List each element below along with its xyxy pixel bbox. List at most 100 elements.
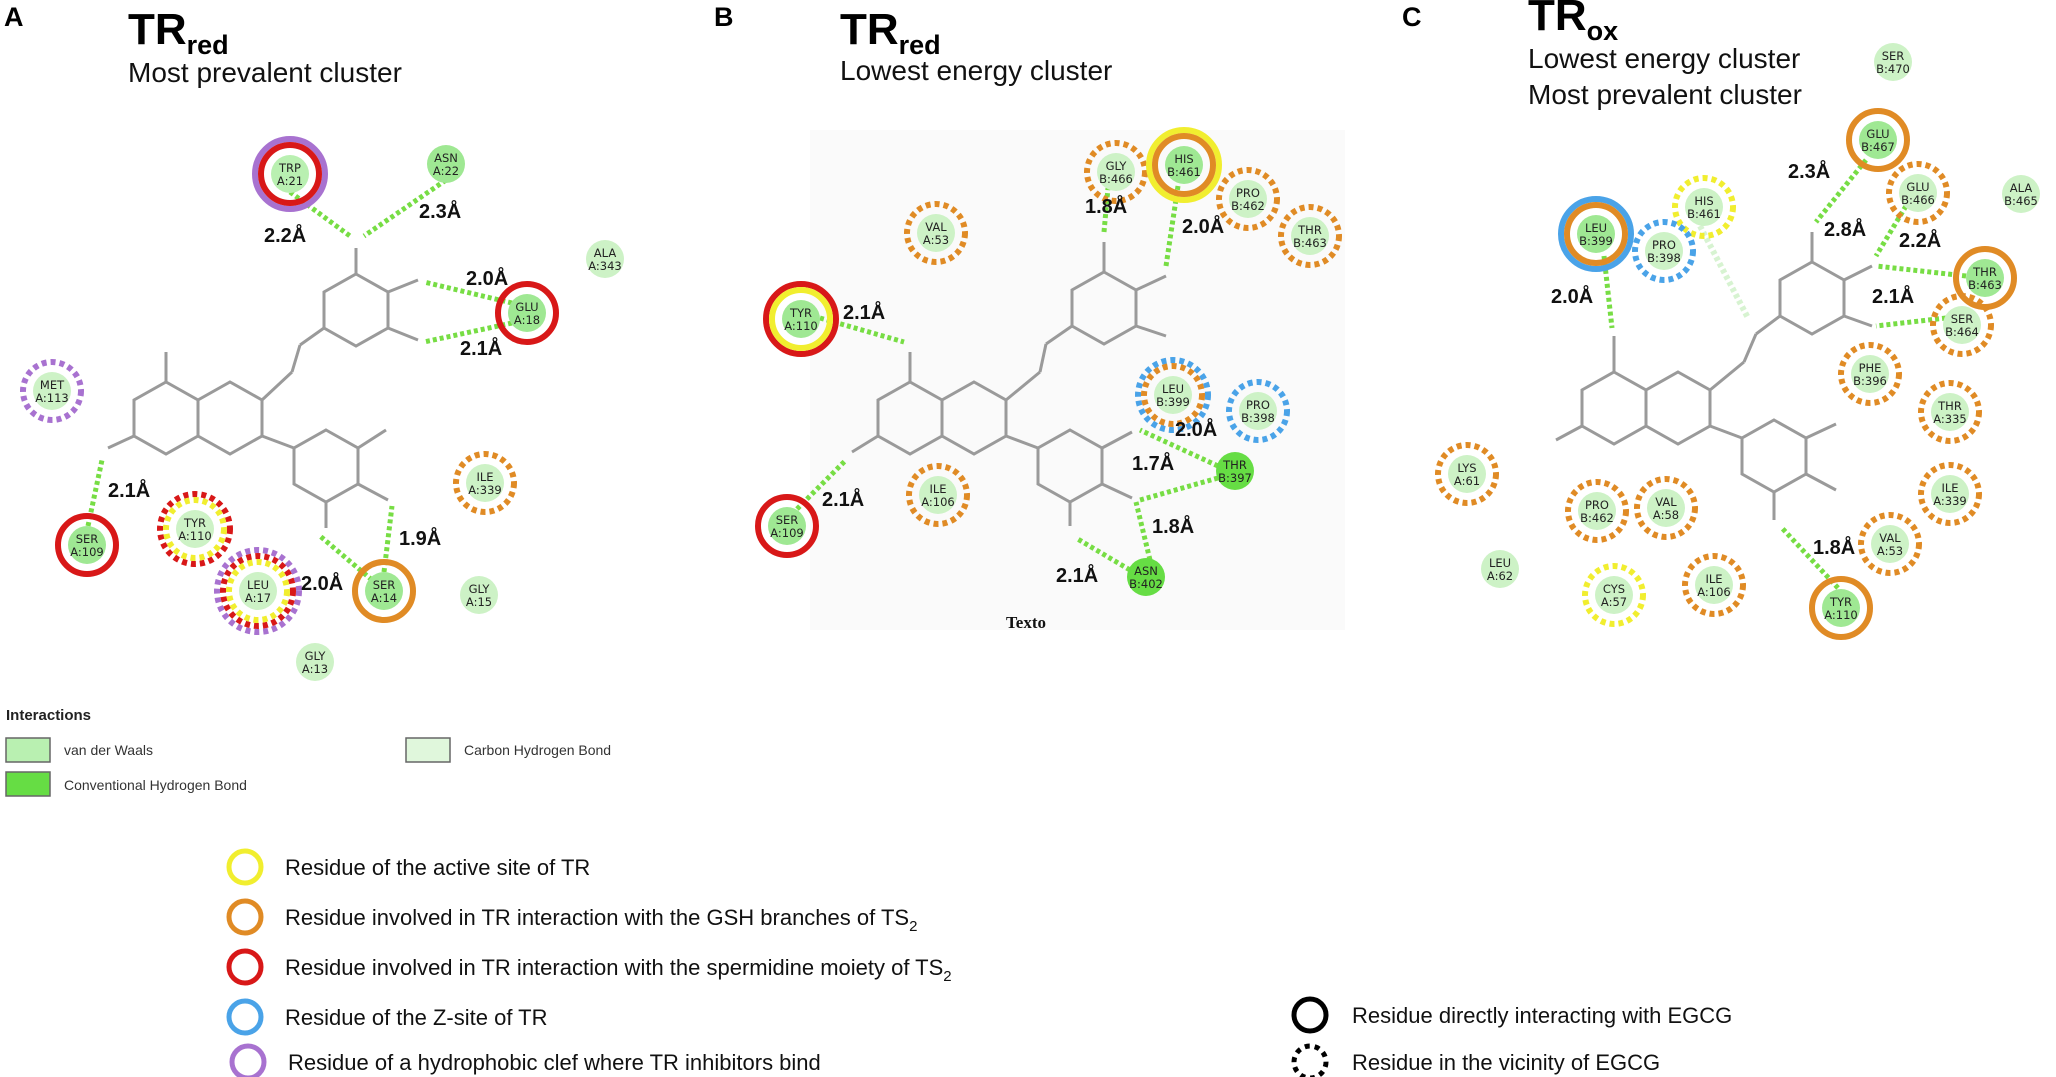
distance-label: 2.3Å [419,199,461,223]
panel-a-header: A TRred Most prevalent cluster [4,2,402,88]
residue-ring [1838,342,1902,406]
residue-name: PRO [1246,398,1270,412]
residue-disc [1871,525,1909,563]
key-ring-yellow [226,848,264,886]
residue-name: TYR [183,516,206,530]
residue-id: B:463 [1293,236,1327,250]
panel-c-header: C TRox Lowest energy cluster Most preval… [1402,0,1802,110]
residue-name: LEU [1585,221,1607,235]
residue-disc [508,294,546,332]
residue-ring [1582,563,1646,627]
residue-ring [352,559,416,623]
residue-id: A:14 [371,591,397,605]
key-label: Residue in the vicinity of EGCG [1352,1050,1660,1075]
residue-name: GLU [1866,127,1889,141]
distance-labels-b: 1.8Å2.0Å2.1Å2.0Å1.7Å1.8Å2.1Å2.1Å [822,194,1224,587]
residue-disc [271,155,309,193]
residue-name: THR [1222,458,1247,472]
residue-disc [1229,180,1267,218]
residue-ring [763,281,839,357]
residue-id: B:462 [1231,199,1265,213]
residue-id: B:462 [1580,511,1614,525]
panel-letter: B [714,2,734,32]
residue-disc [1647,489,1685,527]
residue-disc [1931,475,1969,513]
residue-ring [55,513,119,577]
residue-name: PRO [1652,238,1676,252]
residue-name: GLY [469,582,491,596]
residue-id: A:339 [1933,494,1967,508]
residue-name: LEU [1162,382,1184,396]
residue-ring [1226,379,1290,443]
distance-label: 2.1Å [460,336,502,360]
residue-name: ILE [1705,572,1722,586]
residue-name: LYS [1457,461,1476,475]
residue-disc [1481,550,1519,588]
residue-disc [1127,558,1165,596]
residue-disc [1595,576,1633,614]
residue-id: B:464 [1945,325,1979,339]
residue-id: A:106 [921,495,955,509]
residue-name: LEU [1489,556,1511,570]
residue-name: SER [776,513,799,527]
residue-disc [1577,215,1615,253]
residue-name: CYS [1603,582,1625,596]
colour-key: Residue of the active site of TR Residue… [226,848,1732,1077]
distance-label: 2.2Å [264,223,306,247]
residue-ring [1809,576,1873,640]
residue-name: PHE [1859,361,1882,375]
residue-ring [1558,196,1634,272]
molecule-egcg-c [1555,232,1873,520]
residue-disc [1822,589,1860,627]
residue-disc [1943,306,1981,344]
residues-panel-a: TRPA:21ASNA:22ALAA:343GLUA:18META:113ILE… [20,136,624,681]
residue-ring [1278,204,1342,268]
residue-name: ILE [929,482,946,496]
residue-ring [1682,553,1746,617]
key-ring-blue [226,998,264,1036]
residue-disc [1216,452,1254,490]
residue-ring [906,463,970,527]
residue-disc [1645,232,1683,270]
distance-label: 2.1Å [822,487,864,511]
residue-name: HIS [1694,194,1713,208]
interactions-legend: Interactions van der Waals Conventional … [5,707,611,797]
residue-ring [1135,357,1211,433]
residue-name: ILE [1941,481,1958,495]
distance-label: 2.1Å [843,300,885,324]
residue-ring [1435,442,1499,506]
panel-title: Lowest energy cluster [840,55,1112,86]
residue-ring [1672,175,1736,239]
residue-name: GLU [515,300,538,314]
residue-ring [1886,161,1950,225]
residue-ring [495,281,559,345]
residue-name: THR [1937,399,1962,413]
residue-name: GLY [1106,159,1128,173]
residue-ring [1918,380,1982,444]
residue-ring [226,559,290,623]
residues-panel-c: SERB:470GLUB:467GLUB:466ALAB:465HISB:461… [1435,43,2040,640]
residue-ring [1918,462,1982,526]
residue-id: A:22 [433,164,459,178]
residue-ring [1632,219,1696,283]
residue-name: VAL [1655,495,1677,509]
legend-label: Conventional Hydrogen Bond [64,777,247,793]
residue-id: A:18 [514,313,540,327]
residue-name: TYR [789,306,812,320]
panel-title: Lowest energy cluster [1528,43,1800,74]
